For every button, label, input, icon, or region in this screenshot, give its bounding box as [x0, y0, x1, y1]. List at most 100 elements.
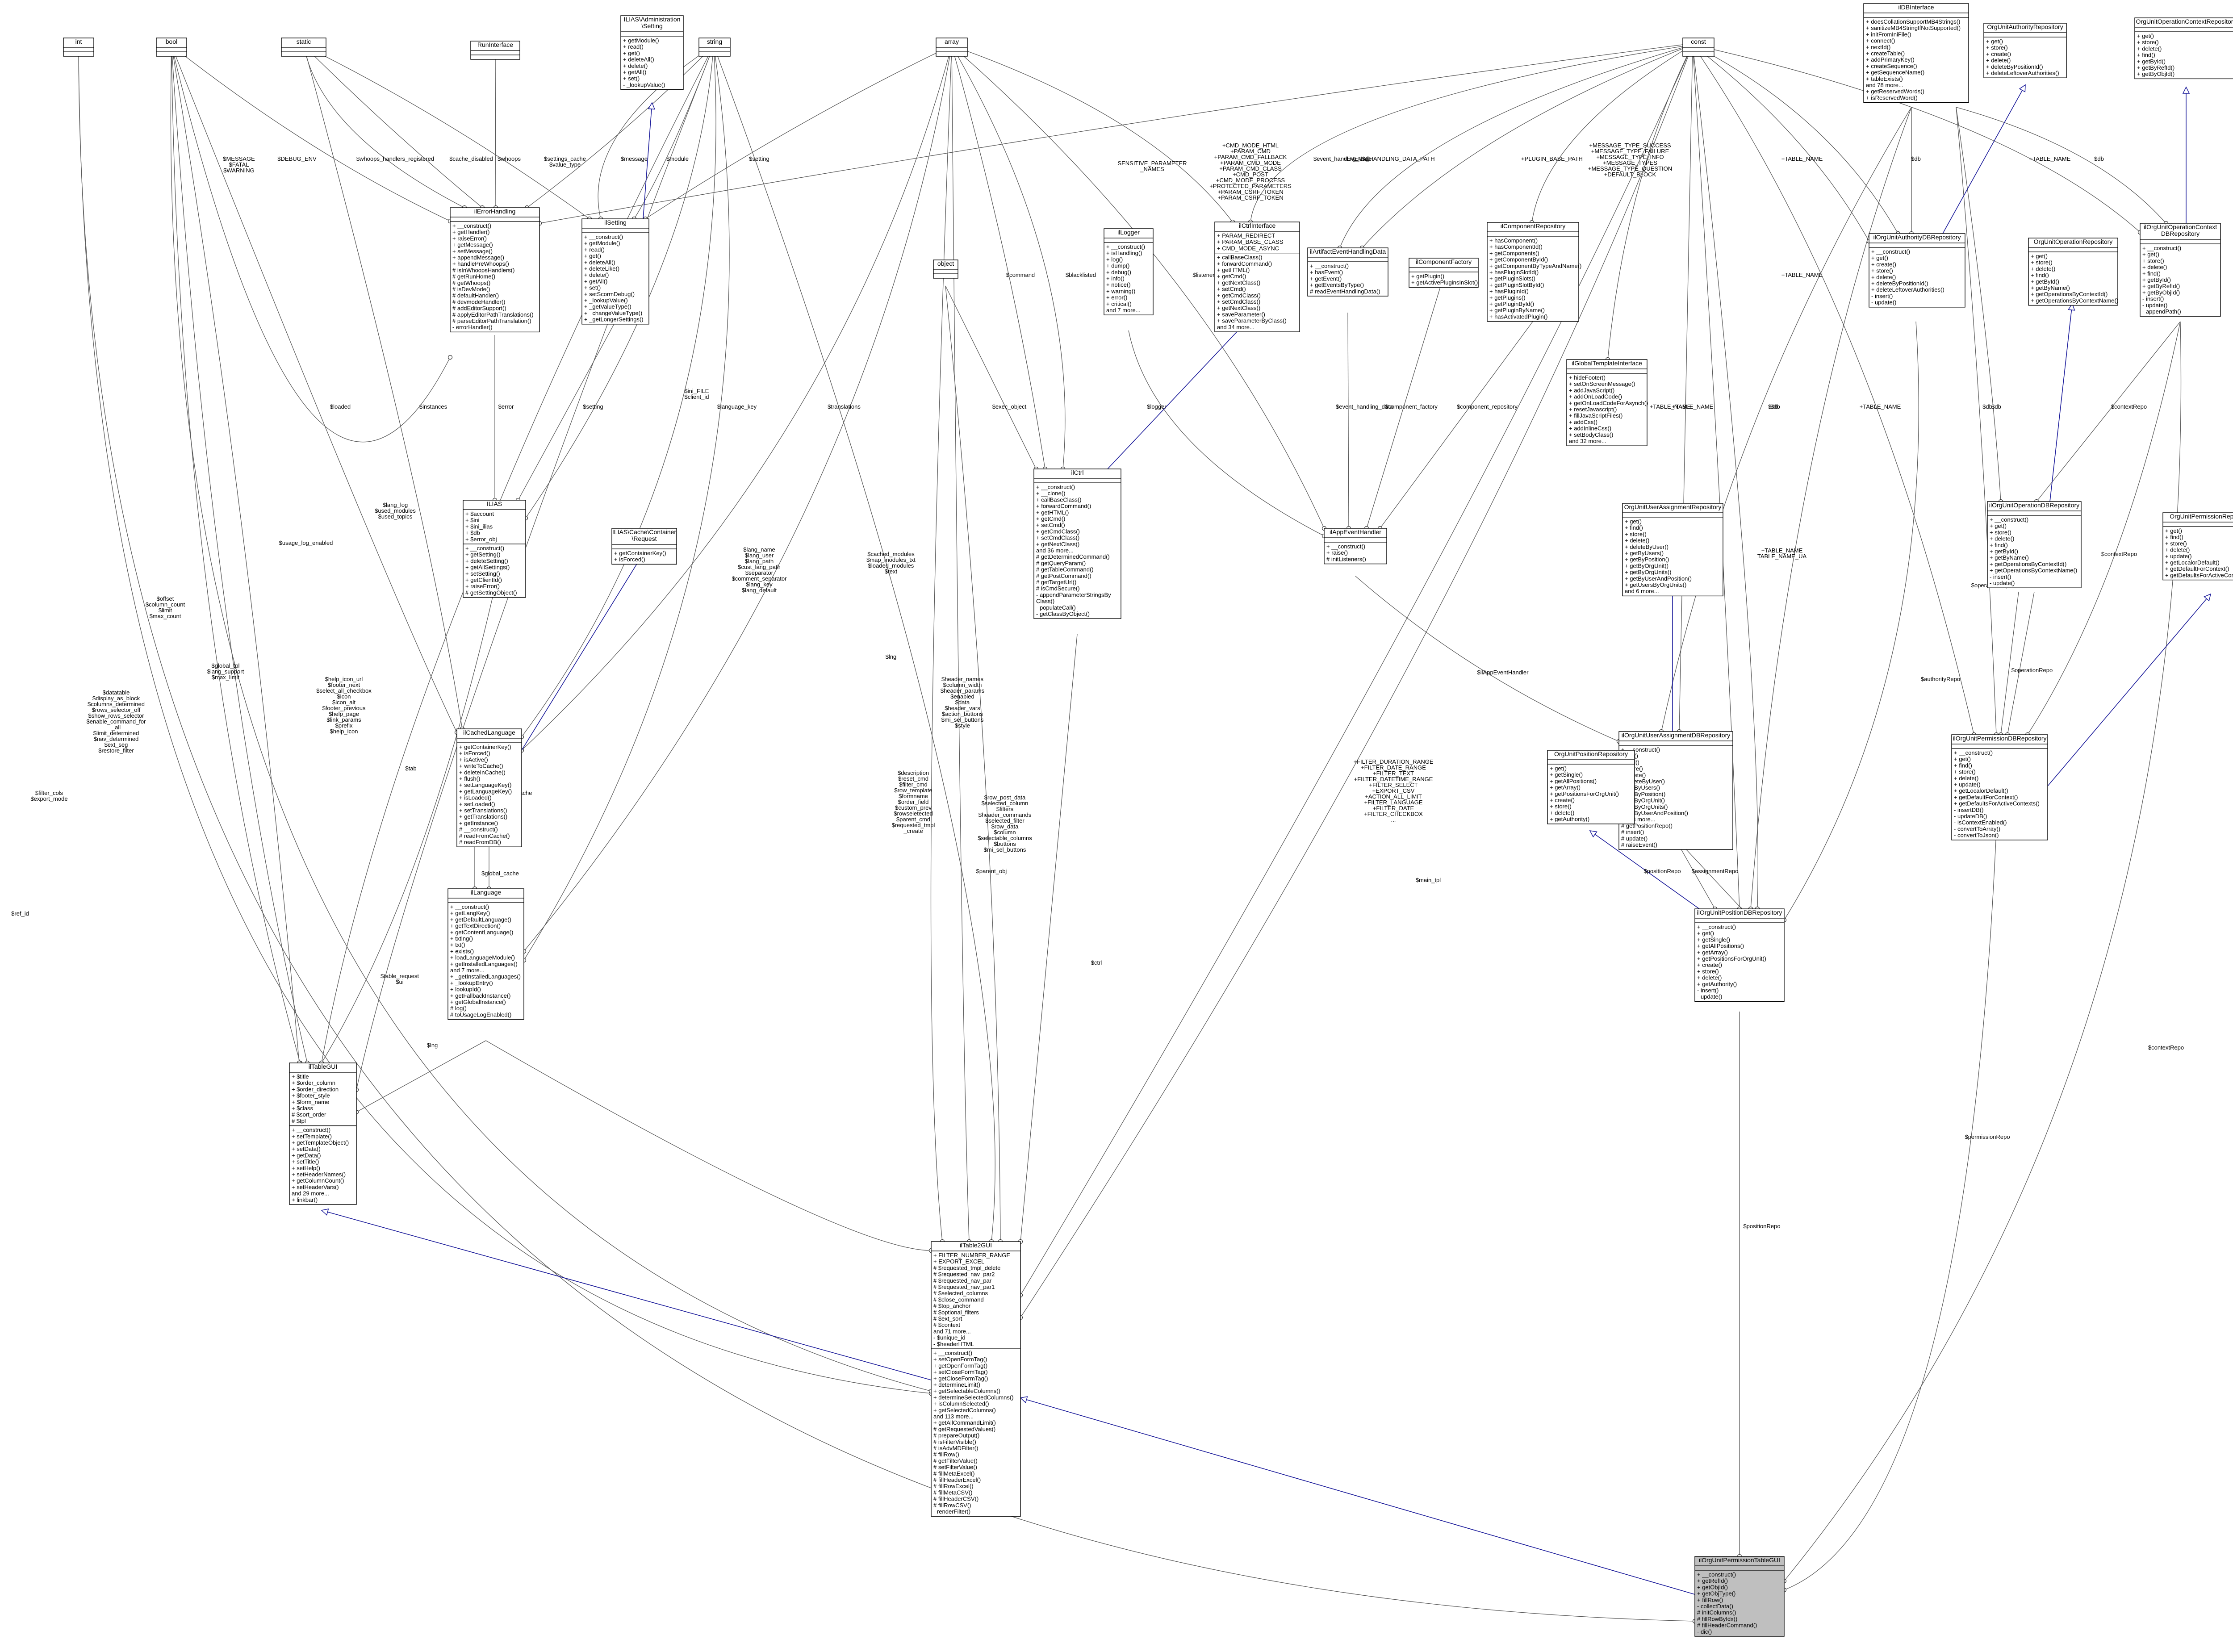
class-operation: + get()	[1990, 523, 2007, 529]
edge-label: $whoops_handlers_registered	[356, 155, 434, 162]
class-title: ilErrorHandling	[474, 208, 516, 215]
edge-label: $loaded_modules	[868, 562, 914, 569]
class-operation: + get()	[1986, 38, 2003, 45]
class-operation: # log()	[450, 1005, 467, 1012]
edge-label: $max_limit	[212, 674, 240, 681]
class-operation: + setOpenFormTag()	[933, 1356, 987, 1363]
edge-label: $row_template	[894, 787, 932, 794]
edge-label: +EVENT_HANDLING_DATA_PATH	[1343, 155, 1434, 162]
edge-label: $authorityRepo	[1921, 676, 1960, 682]
class-operation: # getQueryParam()	[1036, 560, 1086, 566]
class-operation: + getAll()	[584, 278, 607, 284]
class-operation: + deleteInCache()	[459, 769, 506, 776]
edge-label: +PARAM_CMD_MODE	[1220, 159, 1281, 166]
class-operation: + getUsersByOrgUnits()	[1625, 581, 1686, 588]
class-attribute: + $ini	[465, 517, 480, 523]
edge-label: +PARAM_CMD_FALLBACK	[1214, 154, 1287, 160]
class-attribute: + $db	[465, 530, 480, 536]
class-operation: + getGlobalInstance()	[450, 999, 506, 1005]
class-operation: + deleteByUser()	[1625, 544, 1668, 550]
class-operation: + warning()	[1106, 288, 1135, 294]
class-operation: and 6 more...	[1625, 588, 1659, 594]
usage-edge	[1784, 321, 1919, 920]
class-node: ILIAS\Cache\Container\Request+ getContai…	[611, 528, 677, 565]
edge-label: $column_count	[146, 601, 185, 608]
edge-label: $enabled	[950, 693, 974, 700]
class-operation: + setTitle()	[292, 1158, 319, 1165]
class-operation: # fillHeaderCommand()	[1697, 1622, 1757, 1629]
edge-label: $command	[1006, 272, 1035, 278]
usage-edge	[1679, 44, 1693, 732]
class-node: ilTableGUI+ $title+ $order_column+ $orde…	[289, 1062, 357, 1205]
class-operation: + setLoaded()	[459, 801, 495, 807]
usage-edge	[945, 285, 1037, 469]
edge-label: $MESSAGE	[223, 155, 255, 162]
edge-label: $footer_previous	[322, 705, 366, 711]
class-operation: + get()	[1871, 255, 1888, 261]
class-operation: + getAllPositions()	[1697, 943, 1744, 949]
edge-label: $filter_cmd	[899, 781, 928, 788]
class-operation: Class()	[1036, 598, 1054, 605]
class-title: ilLogger	[1117, 229, 1140, 236]
edge-label: $row_post_data	[984, 794, 1026, 801]
class-box	[1104, 228, 1154, 315]
class-operation: + getLocalorDefault()	[1954, 787, 2008, 794]
usage-edge	[930, 45, 952, 1242]
class-operation: + __construct()	[1697, 1571, 1736, 1578]
class-operation: + saveParameter()	[1217, 311, 1265, 318]
edge-label: $header_names	[941, 676, 983, 682]
edge-label: $offset	[157, 595, 174, 602]
edge-label: $filters	[996, 806, 1014, 812]
class-node: ILIAS+ $account+ $ini+ $ini_ilias+ $db+ …	[463, 500, 526, 598]
class-operation: # initColumns()	[1697, 1609, 1736, 1616]
class-box	[1987, 501, 2082, 588]
edge-label: $WARNING	[223, 167, 255, 174]
class-operation: + delete()	[2142, 264, 2167, 271]
class-operation: + getPluginByName()	[1489, 307, 1545, 314]
class-operation: - convertToArray()	[1954, 825, 2000, 832]
class-title: ilOrgUnitAuthorityDBRepository	[1873, 234, 1961, 241]
class-box	[1409, 258, 1479, 288]
class-operation: + get()	[1550, 765, 1567, 772]
edge-label: $lang_log	[383, 502, 408, 508]
class-operation: + appendMessage()	[452, 254, 504, 261]
edge-label: $logger	[1147, 403, 1167, 410]
edge-label: $translations	[828, 403, 861, 410]
usage-edge	[495, 49, 496, 208]
class-operation: + deleteLeftoverAuthorities()	[1871, 286, 1944, 293]
class-operation: + store()	[1625, 531, 1647, 537]
class-operation: + getContainerKey()	[614, 550, 666, 556]
class-box	[456, 728, 522, 847]
edge-label: $cust_lang_path	[738, 564, 780, 570]
class-box	[450, 207, 540, 333]
class-operation: + lookupId()	[450, 986, 481, 993]
class-operation: # applyEditorPathTranslations()	[452, 311, 534, 318]
class-box	[463, 500, 526, 598]
inheritance-edge	[521, 553, 644, 751]
class-operation: + getAuthority()	[1550, 816, 1589, 823]
class-operation: + _getLongerSettings()	[584, 316, 644, 323]
class-operation: + getActivePluginsInSlot()	[1411, 279, 1478, 286]
class-operation: + getOperationsByContextName()	[1990, 567, 2077, 574]
edge-label: +PARAM_CSRF_TOKEN	[1217, 194, 1283, 201]
class-operation: + deleteByPositionId()	[1871, 280, 1928, 287]
class-node: OrgUnitOperationRepository+ get()+ store…	[2028, 238, 2118, 306]
class-operation: - getClassByObject()	[1036, 611, 1090, 617]
class-title: ilOrgUnitOperationContext	[2144, 223, 2217, 230]
class-operation: + __construct()	[1954, 749, 1993, 756]
usage-edge	[523, 45, 730, 961]
class-attribute: + $title	[292, 1073, 309, 1080]
class-operation: + getPluginById()	[1489, 301, 1534, 307]
class-operation: + getLocalorDefault()	[2165, 559, 2220, 566]
class-attribute: - $unique_id	[933, 1334, 966, 1341]
edge-label: $footer_next	[328, 682, 360, 688]
edge-label: _NAMES	[1140, 166, 1164, 172]
class-operation: + getByOrgUnits()	[1625, 569, 1671, 576]
usage-edge	[78, 45, 932, 1394]
class-attribute: # $requested_nav_par	[933, 1277, 992, 1284]
class-operation: + getOperationsByContextId()	[2031, 291, 2108, 297]
class-title: ilDBInterface	[1898, 4, 1934, 11]
class-operation: + __construct()	[1871, 248, 1910, 255]
edge-label: +MESSAGE_TYPE_SUCCESS	[1589, 142, 1671, 149]
class-title: ilOrgUnitOperationDBRepository	[1989, 502, 2079, 509]
